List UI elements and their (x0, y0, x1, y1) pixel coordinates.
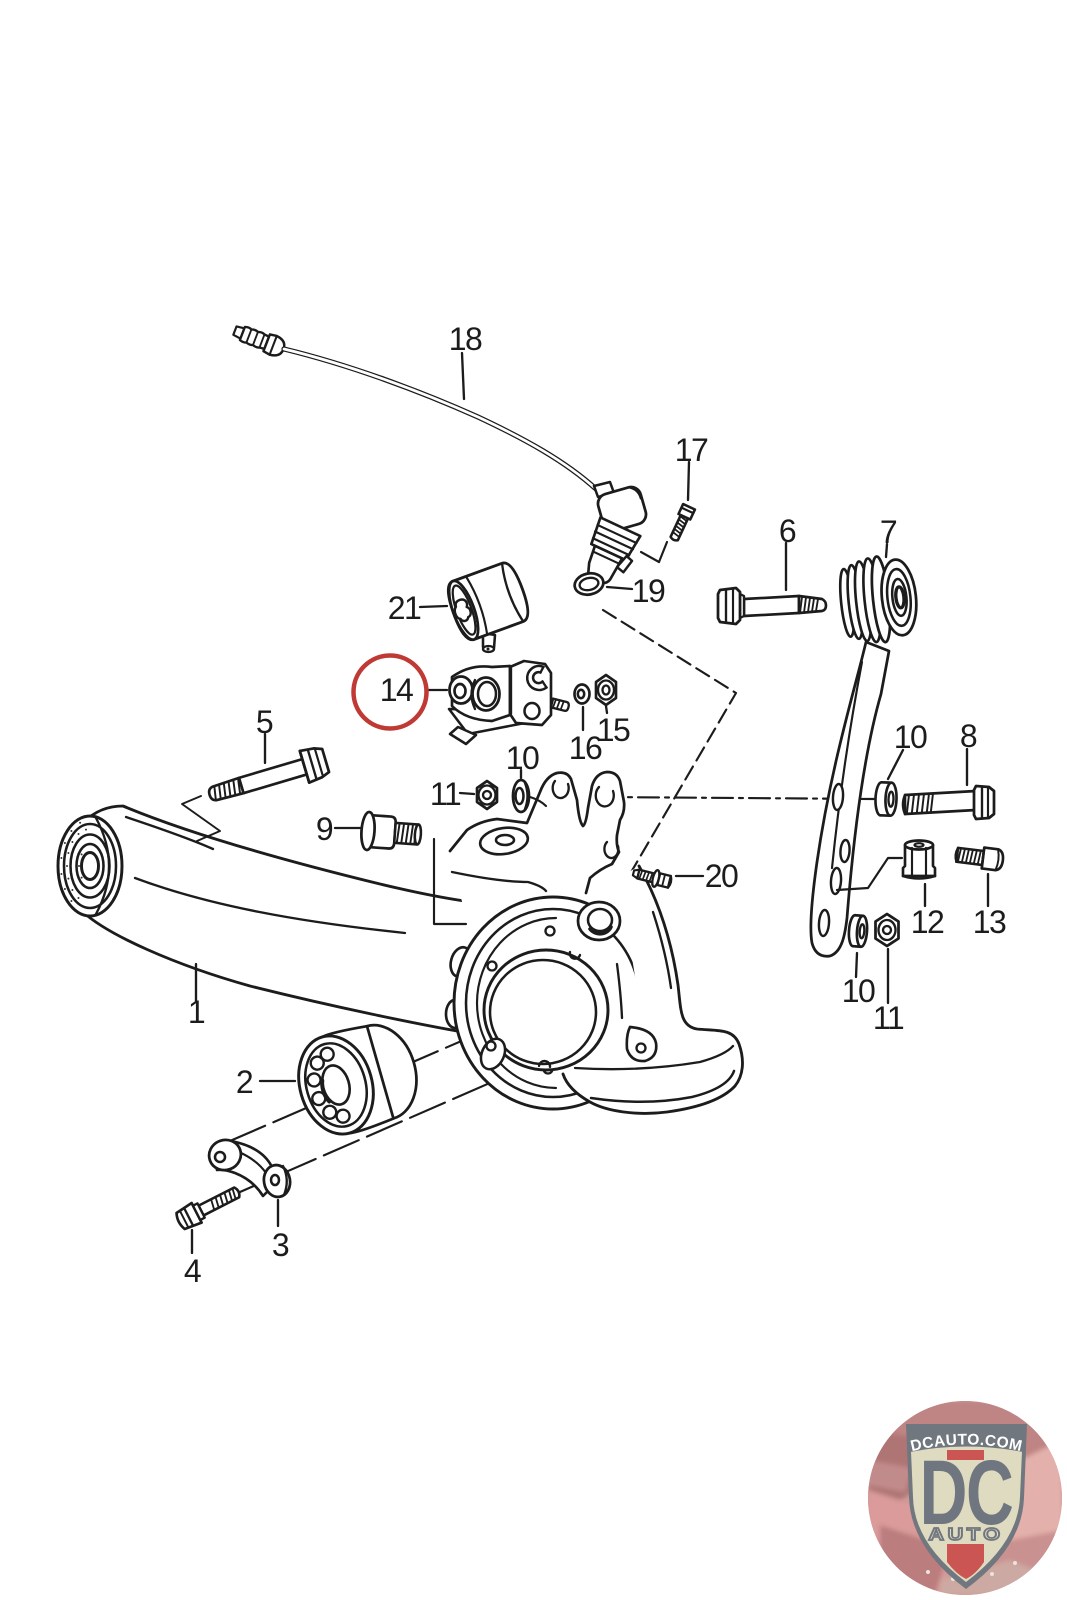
svg-text:1: 1 (188, 994, 205, 1030)
svg-text:11: 11 (873, 1000, 904, 1036)
svg-text:21: 21 (388, 590, 421, 626)
svg-text:AUTO: AUTO (928, 1525, 1003, 1545)
svg-text:14: 14 (380, 672, 413, 708)
svg-text:DCAUTO.COM: DCAUTO.COM (909, 1431, 1024, 1455)
svg-text:6: 6 (779, 513, 796, 549)
svg-text:4: 4 (184, 1253, 201, 1289)
svg-text:13: 13 (973, 904, 1006, 940)
svg-text:19: 19 (632, 573, 665, 609)
svg-text:17: 17 (675, 432, 708, 468)
svg-text:2: 2 (236, 1064, 253, 1100)
svg-text:20: 20 (705, 858, 738, 894)
svg-text:10: 10 (894, 719, 927, 755)
svg-text:10: 10 (842, 973, 875, 1009)
svg-text:10: 10 (506, 740, 539, 776)
svg-text:12: 12 (911, 904, 944, 940)
svg-text:16: 16 (569, 730, 602, 766)
svg-text:18: 18 (449, 321, 482, 357)
svg-text:15: 15 (597, 712, 630, 748)
svg-text:7: 7 (880, 514, 897, 550)
svg-text:8: 8 (960, 718, 977, 754)
svg-text:11: 11 (430, 776, 461, 812)
svg-text:DC: DC (920, 1440, 1013, 1543)
svg-text:9: 9 (316, 811, 333, 847)
svg-text:5: 5 (256, 704, 273, 740)
svg-text:3: 3 (272, 1227, 289, 1263)
